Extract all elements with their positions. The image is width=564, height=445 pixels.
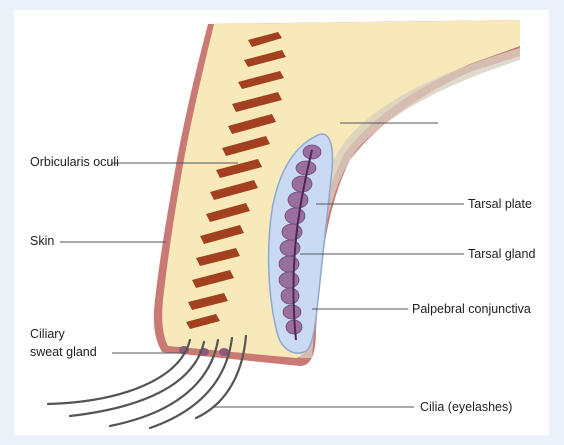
label-ciliary-line2: sweat gland (30, 345, 97, 360)
label-tarsal-plate: Tarsal plate (468, 197, 532, 212)
label-skin: Skin (30, 234, 54, 249)
label-orbicularis-oculi: Orbicularis oculi (30, 155, 119, 170)
label-palpebral-conjunctiva: Palpebral conjunctiva (412, 302, 531, 317)
label-tarsal-gland: Tarsal gland (468, 247, 535, 262)
label-cilia: Cilia (eyelashes) (420, 400, 512, 415)
label-ciliary-line1: Ciliary (30, 327, 65, 342)
